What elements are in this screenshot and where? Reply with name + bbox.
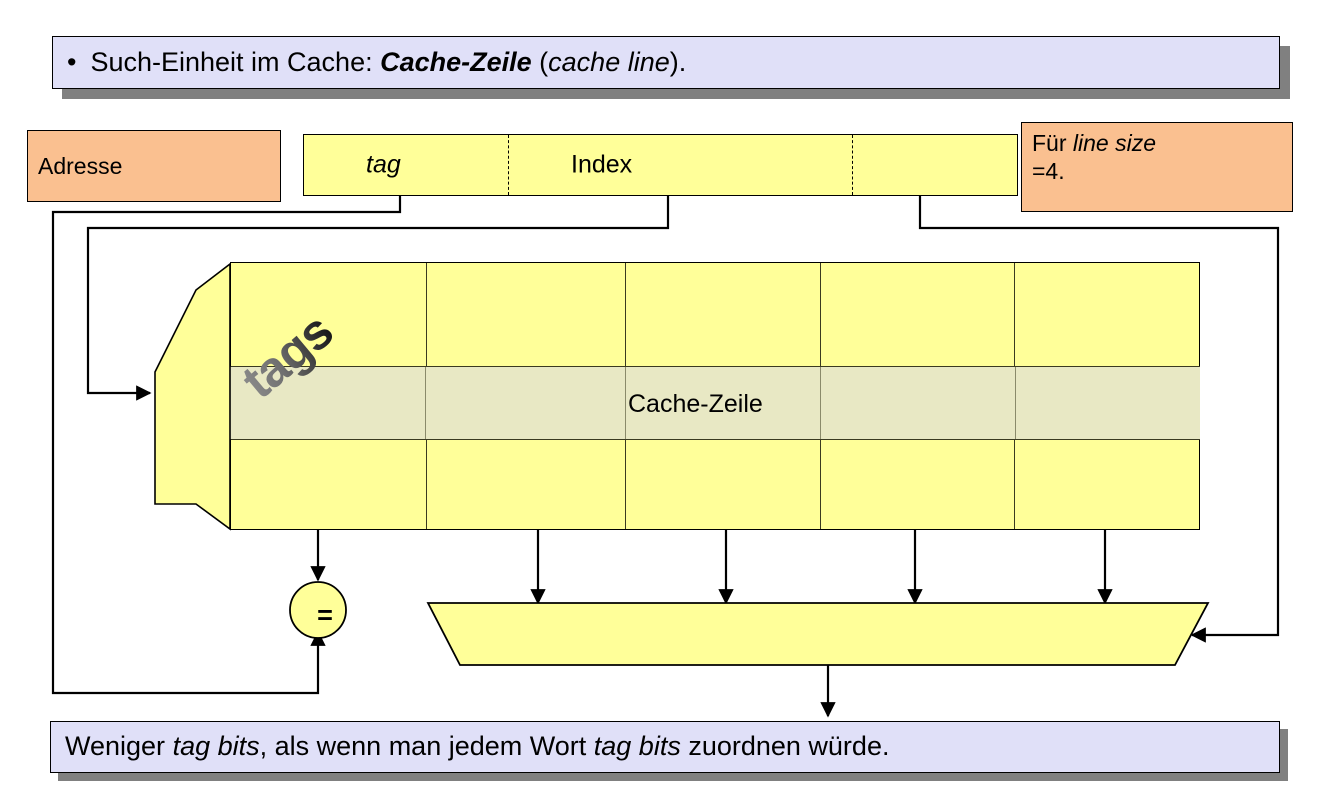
- top-banner-text-part-2: (: [531, 46, 549, 77]
- top-banner-text: Such-Einheit im Cache: Cache-Zeile (cach…: [90, 46, 687, 78]
- address-divider-2: [851, 135, 853, 195]
- bottom-banner-text-italic-2: tag bits: [593, 731, 681, 762]
- highlight-col-divider-2: [624, 367, 626, 439]
- bottom-banner-text-italic-1: tag bits: [172, 731, 260, 762]
- top-banner-text-part-3: ).: [669, 46, 687, 77]
- line-size-text-1: Für: [1032, 130, 1073, 156]
- address-divider-1: [507, 135, 509, 195]
- top-banner-text-part-1: Such-Einheit im Cache:: [90, 46, 381, 77]
- highlight-col-divider-4: [1014, 367, 1016, 439]
- offset-select-wire: [918, 196, 1280, 643]
- line-size-text-italic: line size: [1072, 130, 1156, 156]
- line-size-note-box: Für line size =4.: [1021, 122, 1293, 212]
- index-wire: [86, 196, 670, 401]
- highlight-col-divider-1: [424, 367, 426, 439]
- comparator-symbol: =: [317, 600, 333, 630]
- address-label-text: Adresse: [38, 152, 123, 179]
- address-field-index-label: Index: [571, 150, 633, 179]
- bottom-banner: Weniger tag bits, als wenn man jedem Wor…: [50, 721, 1280, 773]
- line-size-text-2: =4.: [1032, 158, 1065, 185]
- address-label-box: Adresse: [27, 130, 281, 202]
- bottom-banner-text-part-1: Weniger: [65, 731, 173, 762]
- comparator-circle: [289, 581, 347, 639]
- top-banner-text-bold: Cache-Zeile: [380, 46, 532, 77]
- tag-wire: [51, 196, 402, 695]
- multiplexer-shape: [426, 602, 1210, 666]
- highlight-col-divider-3: [819, 367, 821, 439]
- cache-grid-highlighted-row: [230, 366, 1200, 440]
- address-field-tag-label: tag: [366, 150, 401, 179]
- top-banner: • Such-Einheit im Cache: Cache-Zeile (ca…: [52, 36, 1280, 89]
- address-field: tag Index: [303, 134, 1018, 196]
- bullet-icon: •: [67, 47, 77, 77]
- bottom-banner-text-part-2: , als wenn man jedem Wort: [259, 731, 594, 762]
- cache-line-label: Cache-Zeile: [628, 390, 763, 418]
- tag-decoder-shape: [154, 262, 231, 531]
- top-banner-text-italic: cache line: [548, 46, 670, 77]
- bottom-banner-text: Weniger tag bits, als wenn man jedem Wor…: [65, 731, 890, 762]
- bottom-banner-text-part-3: zuordnen würde.: [680, 731, 890, 762]
